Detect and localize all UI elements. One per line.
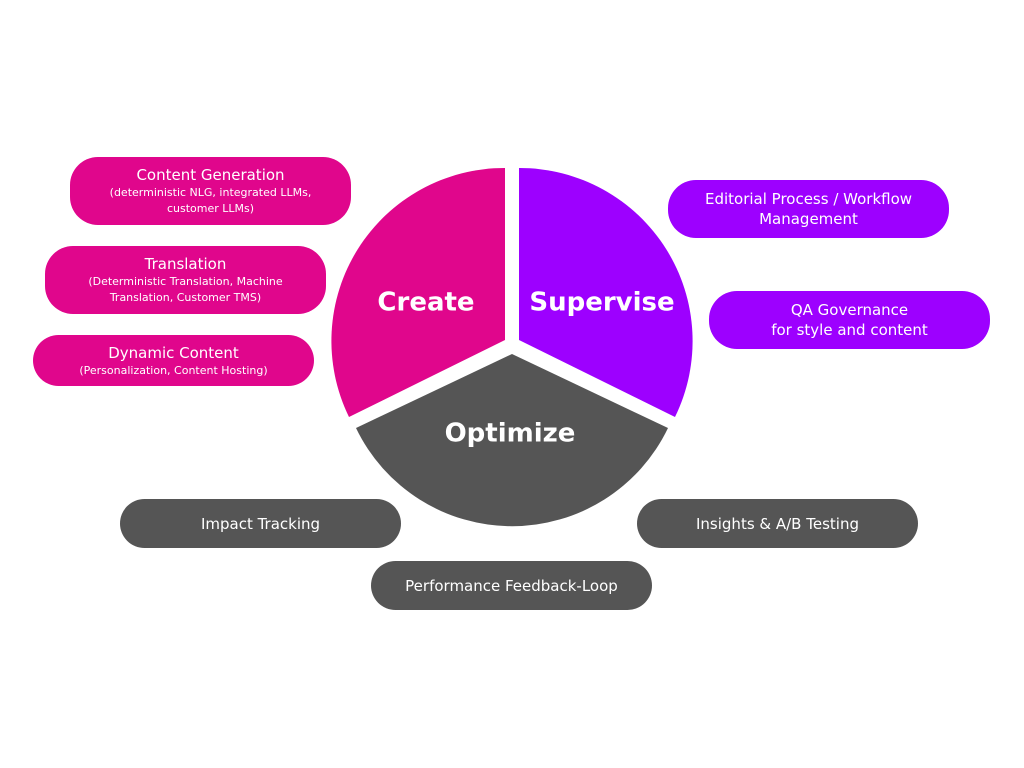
supervise-segment — [519, 167, 693, 417]
content-generation-pill: Content Generation (deterministic NLG, i… — [70, 157, 351, 225]
performance-feedback-loop-title: Performance Feedback-Loop — [405, 576, 618, 595]
optimize-segment — [356, 354, 668, 527]
performance-feedback-loop-pill: Performance Feedback-Loop — [371, 561, 652, 610]
insights-ab-testing-title: Insights & A/B Testing — [696, 514, 859, 533]
dynamic-content-pill: Dynamic Content (Personalization, Conten… — [33, 335, 314, 386]
insights-ab-testing-pill: Insights & A/B Testing — [637, 499, 918, 548]
supervise-label: Supervise — [529, 288, 674, 318]
content-generation-detail: (deterministic NLG, integrated LLMs,cust… — [109, 186, 312, 215]
create-segment — [331, 167, 505, 417]
impact-tracking-pill: Impact Tracking — [120, 499, 401, 548]
translation-pill: Translation (Deterministic Translation, … — [45, 246, 326, 314]
dynamic-content-title: Dynamic Content — [108, 343, 239, 362]
dynamic-content-detail: (Personalization, Content Hosting) — [79, 363, 268, 377]
content-generation-title: Content Generation — [136, 166, 285, 184]
translation-title: Translation — [144, 255, 227, 273]
create-label: Create — [377, 288, 474, 318]
impact-tracking-title: Impact Tracking — [200, 514, 321, 533]
optimize-label: Optimize — [445, 419, 576, 449]
